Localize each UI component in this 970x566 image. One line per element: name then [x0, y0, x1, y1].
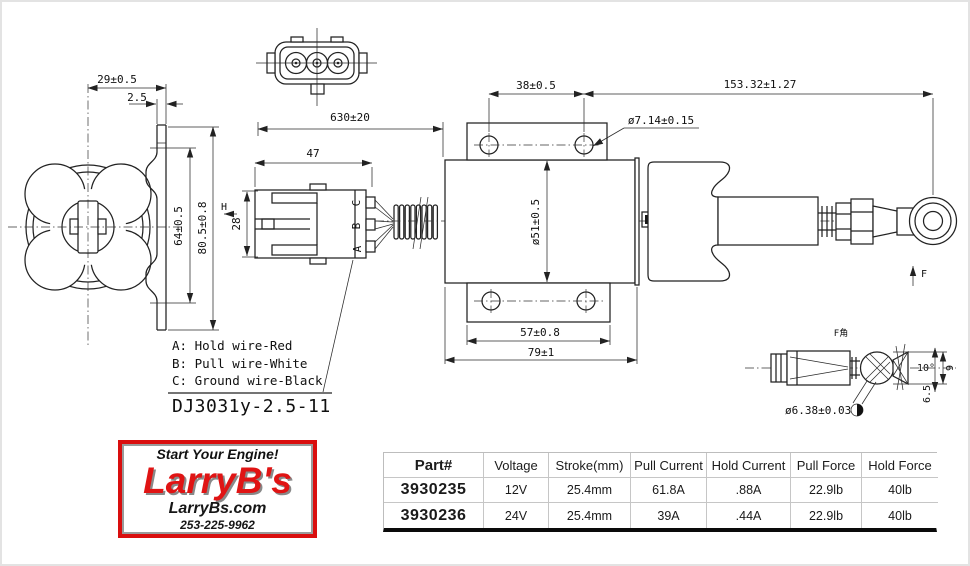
spec-cell-stroke: 25.4mm [549, 478, 631, 503]
dim-29: 29±0.5 [87, 73, 167, 124]
larrybs-logo: Start Your Engine! LarryB's LarryBs.com … [118, 440, 317, 538]
dim-label-79: 79±1 [528, 346, 555, 359]
dim-6-38: ø6.38±0.03 [785, 380, 877, 417]
dim-label-80-5: 80.5±0.8 [196, 202, 209, 255]
dim-label-153: 153.32±1.27 [724, 78, 797, 91]
spec-header-voltage: Voltage [484, 453, 549, 478]
dim-630: 630±20 [257, 111, 444, 157]
dim-7-14: ø7.14±0.15 [592, 114, 699, 147]
spec-header-stroke: Stroke(mm) [549, 453, 631, 478]
dim-80-5: 80.5±0.8 [168, 126, 219, 331]
dim-9: 9 [893, 351, 956, 385]
spec-header-hold-current: Hold Current [707, 453, 791, 478]
terminal-label-c: C [350, 200, 363, 207]
dim-79: 79±1 [444, 287, 638, 364]
wire-harness [374, 196, 439, 250]
dim-28: 28 [230, 190, 258, 258]
spec-cell-pull-current: 61.8A [631, 478, 707, 503]
spec-header-hold-force: Hold Force [862, 453, 938, 478]
spec-cell-pull-force: 22.9lb [791, 503, 862, 528]
dim-label-51: ø51±0.5 [529, 199, 542, 245]
terminal-label-b: B [350, 222, 363, 229]
end-view-knob [24, 163, 152, 291]
spec-header-pull-current: Pull Current [631, 453, 707, 478]
spec-cell-voltage: 12V [484, 478, 549, 503]
dim-label-9: 9 [945, 365, 956, 371]
dim-label-29: 29±0.5 [97, 73, 137, 86]
spec-cell-pull-current: 39A [631, 503, 707, 528]
dim-label-6-38: ø6.38±0.03 [785, 404, 851, 417]
connector-side-view [254, 183, 376, 393]
terminal-label-a: A [351, 245, 364, 252]
dim-label-6-5: 6.5 [922, 385, 933, 403]
dim-51: ø51±0.5 [529, 160, 551, 282]
spec-cell-hold-current: .88A [707, 478, 791, 503]
spec-cell-hold-force: 40lb [862, 503, 938, 528]
dim-57: 57±0.8 [466, 325, 611, 345]
detail-view-label: F角 [834, 327, 848, 339]
spec-header-part: Part# [384, 453, 484, 478]
legend-hold-wire: A: Hold wire-Red [172, 338, 292, 353]
spec-cell-voltage: 24V [484, 503, 549, 528]
dim-label-28: 28 [230, 217, 243, 230]
wiring-legend: A: Hold wire-Red B: Pull wire-White C: G… [168, 338, 332, 417]
dim-label-2-5: 2.5 [127, 91, 147, 104]
dim-153: 153.32±1.27 [583, 78, 934, 195]
dim-6-5: 6.5 [922, 347, 939, 403]
datum-h: H [221, 202, 237, 218]
dim-label-57: 57±0.8 [520, 326, 560, 339]
datum-label-h: H [221, 202, 227, 213]
dim-label-630: 630±20 [330, 111, 370, 124]
plunger-linkage [641, 161, 958, 282]
rod-end-detail-view: F角 [745, 327, 956, 386]
logo-website: LarryBs.com [168, 500, 267, 517]
dim-2-5: 2.5 [127, 91, 183, 124]
terminal-labels: C B A [350, 200, 364, 253]
end-view-centerlines [8, 84, 184, 346]
logo-tagline: Start Your Engine! [156, 446, 279, 462]
legend-pull-wire: B: Pull wire-White [172, 356, 307, 371]
spec-cell-hold-current: .44A [707, 503, 791, 528]
connector-face-view [256, 28, 377, 106]
spec-cell-pull-force: 22.9lb [791, 478, 862, 503]
legend-ground-wire: C: Ground wire-Black [172, 373, 323, 388]
spec-cell-stroke: 25.4mm [549, 503, 631, 528]
view-label-f: F [921, 269, 927, 280]
logo-phone-number: 253-225-9962 [180, 518, 255, 532]
dim-label-10deg: 10° [917, 363, 935, 374]
dim-label-64: 64±0.5 [172, 206, 185, 246]
spec-cell-hold-force: 40lb [862, 478, 938, 503]
mounting-bracket-edge [145, 124, 167, 331]
spec-header-pull-force: Pull Force [791, 453, 862, 478]
dim-38: 38±0.5 [488, 79, 585, 132]
dim-47: 47 [254, 147, 373, 187]
dim-label-38: 38±0.5 [516, 79, 556, 92]
larrybs-logo-inner: Start Your Engine! LarryB's LarryBs.com … [122, 444, 313, 534]
spec-cell-part-number: 3930235 [384, 478, 484, 503]
dim-label-47: 47 [306, 147, 319, 160]
model-number: DJ3031y-2.5-11 [172, 396, 331, 417]
view-arrow-f: F [909, 266, 927, 286]
dim-64: 64±0.5 [150, 147, 196, 304]
logo-brand-name: LarryB's [143, 460, 292, 501]
dim-label-7-14: ø7.14±0.15 [628, 114, 694, 127]
spec-cell-part-number: 3930236 [384, 503, 484, 528]
spec-table: Part# Voltage Stroke(mm) Pull Current Ho… [383, 452, 938, 532]
